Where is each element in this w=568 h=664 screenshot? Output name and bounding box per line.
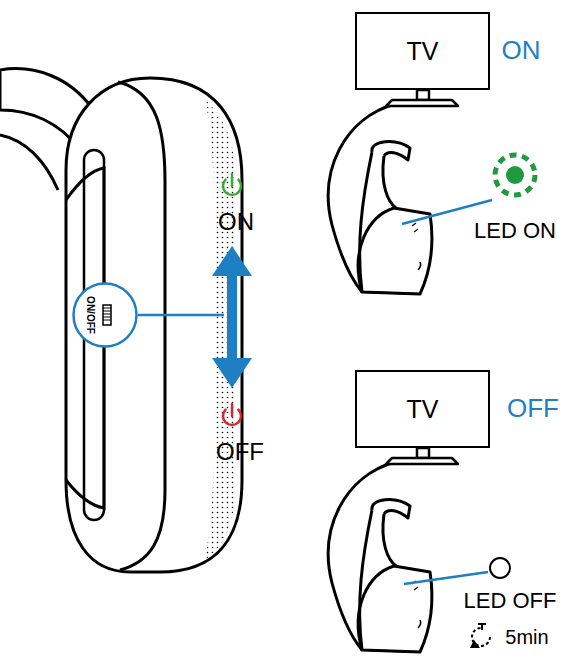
screen-label: TV: [407, 397, 439, 422]
tv-state-label: ON: [502, 37, 541, 63]
state-label: OFF: [216, 440, 264, 464]
tv-screen: TV: [355, 12, 490, 90]
led-label: LED OFF: [464, 590, 557, 612]
tv-state-label: OFF: [507, 395, 559, 421]
state-label: ON: [218, 210, 254, 234]
led-label: LED ON: [474, 220, 556, 242]
tv-screen: TV: [355, 370, 490, 448]
timer-label: 5min: [505, 627, 548, 647]
callout-circle: [72, 282, 138, 348]
switch-callout: ON/OFF: [72, 282, 138, 348]
switch-label: ON/OFF: [85, 296, 95, 334]
screen-label: TV: [407, 39, 439, 64]
